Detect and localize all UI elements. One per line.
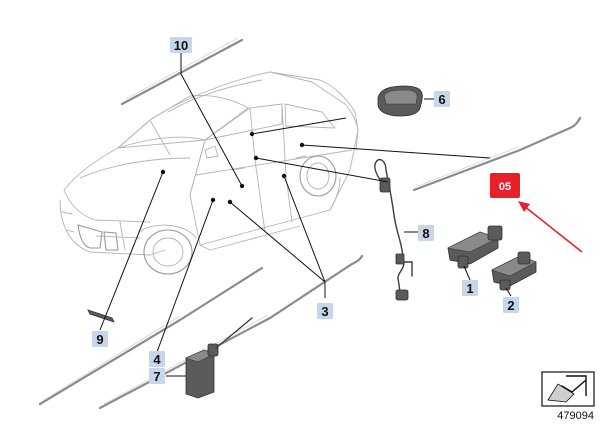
leader-lines <box>99 50 512 377</box>
trim-strip-10 <box>120 37 244 106</box>
part-7-module <box>185 317 253 399</box>
part-6-housing <box>377 85 423 117</box>
part-number-9: 9 <box>96 332 103 347</box>
part-number-2: 2 <box>507 298 514 313</box>
callout-arrow <box>518 201 583 253</box>
part-label-7: 7 <box>149 368 165 384</box>
part-number-4: 4 <box>153 352 161 367</box>
document-number: 479094 <box>557 410 594 422</box>
part-number-3: 3 <box>321 304 328 319</box>
callout-badge: 05 <box>490 173 520 198</box>
part-label-10: 10 <box>170 37 192 53</box>
trim-strip-door-right <box>412 116 582 192</box>
part-label-3: 3 <box>317 303 333 319</box>
car-outline <box>59 71 359 275</box>
part-label-6: 6 <box>434 91 450 107</box>
part-label-2: 2 <box>503 297 519 313</box>
part-number-1: 1 <box>466 281 473 296</box>
part-2-sensor <box>491 251 537 291</box>
part-9-clip <box>87 309 115 323</box>
part-label-9: 9 <box>92 331 108 347</box>
part-number-8: 8 <box>422 226 429 241</box>
badge-text: 05 <box>499 181 511 193</box>
trim-strip-4 <box>38 266 264 406</box>
part-number-10: 10 <box>174 38 188 53</box>
part-label-4: 4 <box>149 351 165 367</box>
part-8-wiring-harness <box>374 158 413 301</box>
view-direction-icon <box>541 371 595 407</box>
part-label-8: 8 <box>418 225 434 241</box>
part-number-6: 6 <box>438 92 445 107</box>
trim-strip-3 <box>98 254 364 410</box>
part-number-7: 7 <box>153 369 160 384</box>
part-1-sensor <box>447 225 503 269</box>
part-label-1: 1 <box>462 280 478 296</box>
